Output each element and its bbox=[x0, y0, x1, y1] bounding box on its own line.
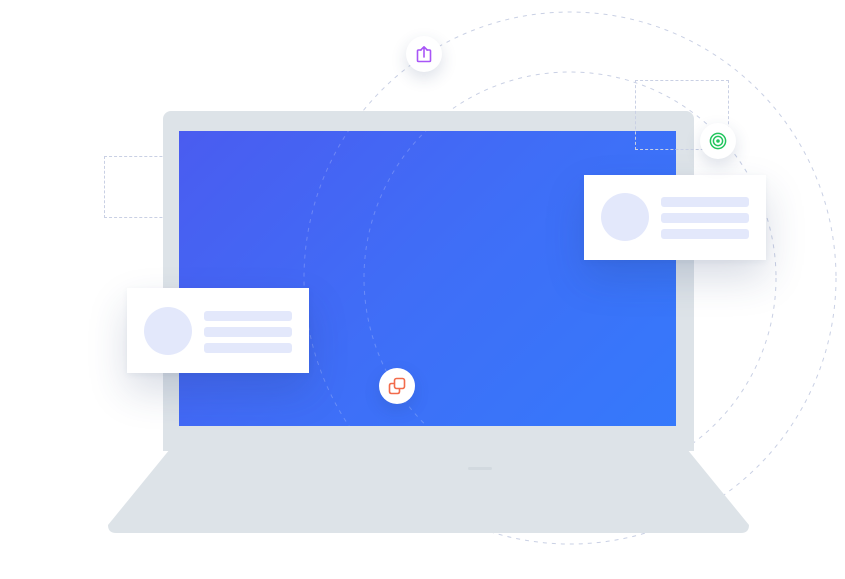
target-icon-button bbox=[700, 123, 736, 159]
text-line-placeholder bbox=[661, 213, 749, 223]
dashed-orbit-outer bbox=[303, 11, 837, 545]
text-line-placeholder bbox=[204, 343, 292, 353]
upload-icon bbox=[416, 46, 432, 63]
avatar-placeholder bbox=[601, 193, 649, 241]
copy-icon bbox=[388, 377, 406, 395]
text-line-placeholder bbox=[661, 229, 749, 239]
text-line-placeholder bbox=[204, 311, 292, 321]
copy-icon-button bbox=[379, 368, 415, 404]
avatar-placeholder bbox=[144, 307, 192, 355]
target-icon bbox=[709, 132, 727, 150]
text-line-placeholder bbox=[204, 327, 292, 337]
upload-icon-button bbox=[406, 36, 442, 72]
dashed-frame-right bbox=[635, 80, 729, 150]
profile-card-right bbox=[584, 175, 766, 260]
text-line-placeholder bbox=[661, 197, 749, 207]
profile-card-left bbox=[127, 288, 309, 373]
dashed-orbit-inner bbox=[363, 71, 777, 485]
laptop-base bbox=[108, 449, 749, 533]
